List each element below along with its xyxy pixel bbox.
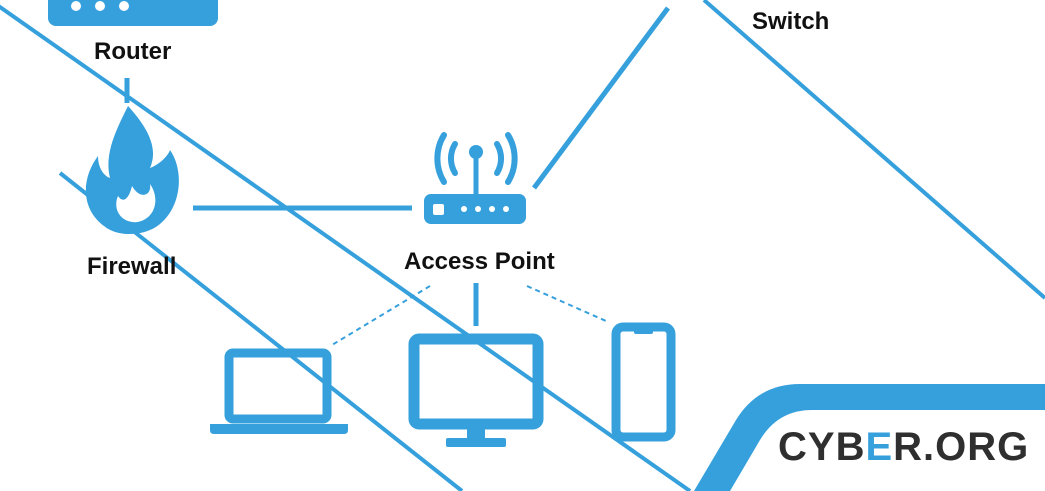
monitor-icon: [408, 333, 544, 447]
logo-curve: [694, 384, 1045, 491]
diagonal-line-2: [58, 171, 464, 491]
cyber-org-logo: CYBER.ORG: [778, 425, 1030, 469]
diagonal-line-3: [702, 0, 1045, 300]
switch-label: Switch: [752, 8, 830, 35]
laptop-icon: [210, 348, 348, 434]
router-label: Router: [94, 38, 172, 65]
diagonal-line-1: [0, 4, 692, 491]
ap-phone-wireless-link: [526, 285, 607, 322]
flame-icon: [85, 106, 179, 235]
firewall-label: Firewall: [87, 253, 177, 280]
smartphone-icon: [611, 322, 676, 442]
router-icon: [48, 0, 218, 26]
ap-switch-link: [531, 6, 671, 190]
access-point-label: Access Point: [404, 248, 555, 275]
wifi-access-point-icon: [424, 132, 526, 224]
